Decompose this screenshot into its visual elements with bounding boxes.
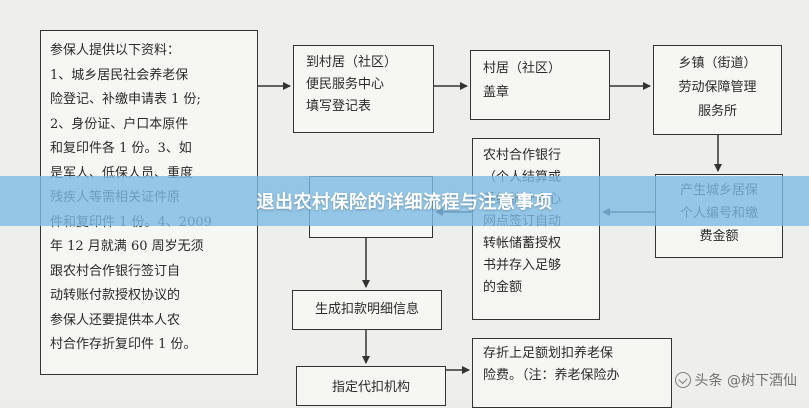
designate-deduction-agency-box: 指定代扣机构 bbox=[296, 366, 446, 406]
village-stamp-box: 村居（社区） 盖章 bbox=[470, 50, 610, 120]
passbook-deduction-box: 存折上足额划扣养老保 险费。（注：养老保险办 bbox=[472, 338, 672, 408]
title-banner bbox=[0, 176, 809, 226]
village-service-center-box: 到村居（社区） 便民服务中心 填写登记表 bbox=[293, 45, 434, 133]
rural-cooperative-bank-box: 农村合作银行 （个人结算或 系统统计中心 网点签订自动 转帐储蓄授权 书并存入足… bbox=[472, 138, 600, 320]
generate-deduction-detail-box: 生成扣款明细信息 bbox=[292, 290, 442, 330]
watermark-text: 头条 @树下酒仙 bbox=[694, 373, 797, 389]
banner-title: 退出农村保险的详细流程与注意事项 bbox=[256, 192, 553, 213]
watermark-logo-icon bbox=[674, 372, 691, 388]
town-labor-office-box: 乡镇（街道） 劳动保障管理 服务所 bbox=[653, 45, 782, 135]
watermark: 头条 @树下酒仙 bbox=[674, 370, 797, 390]
